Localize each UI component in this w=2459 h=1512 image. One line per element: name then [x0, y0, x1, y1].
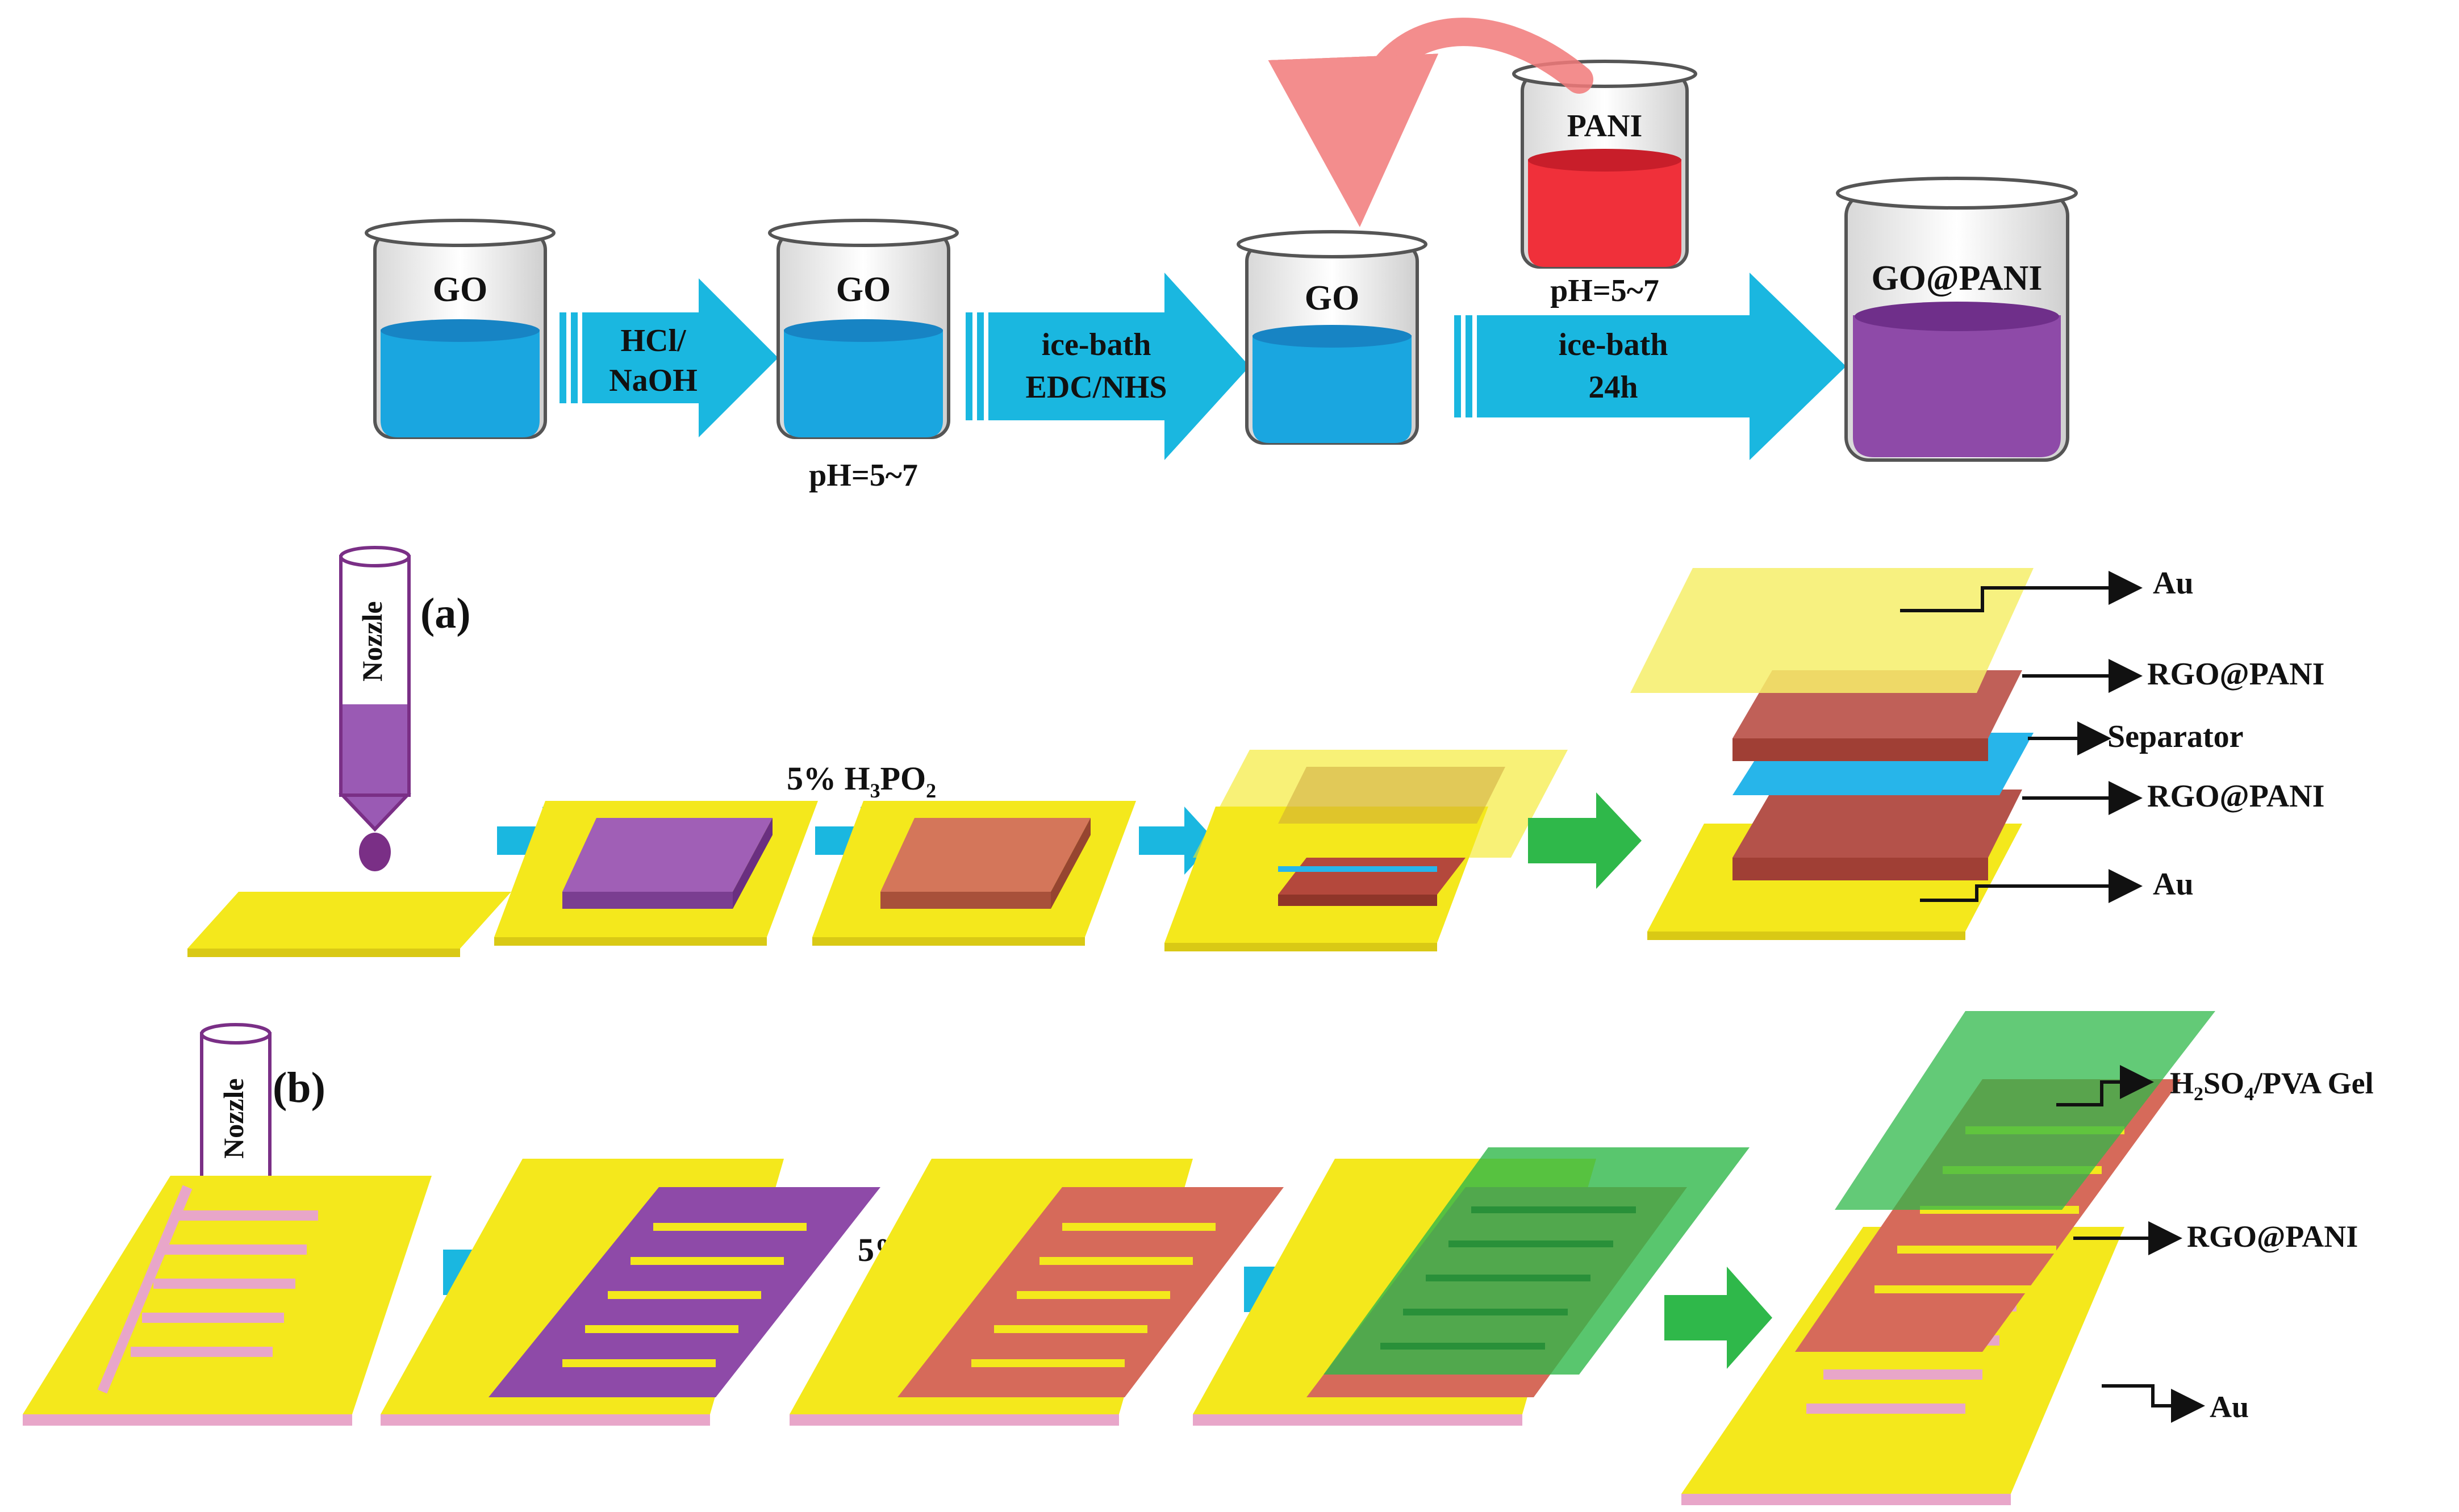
arrow2-text-2: EDC/NHS — [1026, 370, 1167, 405]
beaker3-label: GO — [1305, 279, 1359, 318]
callout-b-gel: H2SO4/PVA Gel — [2170, 1066, 2374, 1105]
substrate-b-1 — [23, 1176, 432, 1414]
nozzle-b-label: Nozzle — [218, 1078, 249, 1159]
beaker-go-pani: GO@PANI — [1836, 177, 2078, 462]
callout-a-rgo-top: RGO@PANI — [2147, 657, 2324, 692]
panel-a: (a) Nozzle 5% H3PO2 — [187, 546, 2324, 957]
beaker-go-2: GO pH=5~7 — [768, 219, 959, 493]
exploded-stack-b — [1681, 1011, 2215, 1505]
panel-b: (b) Nozzle 5% H3PO2 — [23, 1011, 2374, 1505]
droplet-a — [359, 833, 391, 871]
arrow3-text-2: 24h — [1588, 370, 1638, 405]
callout-a-rgo-bottom: RGO@PANI — [2147, 779, 2324, 814]
beaker-pani: PANI pH=5~7 — [1512, 60, 1697, 308]
beaker2-label: GO — [836, 270, 891, 309]
beaker-go-1: GO — [365, 219, 556, 439]
nozzle-a: Nozzle — [339, 546, 411, 871]
beaker-go-3: GO — [1237, 230, 1427, 445]
pour-curve-arrow — [1268, 18, 1593, 227]
callout-b-rgo: RGO@PANI — [2187, 1219, 2358, 1254]
beaker2-ph: pH=5~7 — [809, 458, 918, 493]
panel-a-label: (a) — [420, 590, 471, 637]
arrow-ice-bath-edc: ice-bath EDC/NHS — [966, 273, 1250, 460]
pani-ph: pH=5~7 — [1550, 273, 1659, 308]
pani-label: PANI — [1567, 108, 1643, 144]
arrow-ice-bath-24h: ice-bath 24h — [1454, 273, 1846, 460]
substrate-a-1 — [187, 892, 511, 949]
arrow-b-green — [1664, 1267, 1772, 1369]
panel-b-label: (b) — [273, 1064, 325, 1112]
callout-a-au-bottom: Au — [2153, 867, 2194, 902]
nozzle-a-label: Nozzle — [356, 601, 388, 682]
arrow3-text-1: ice-bath — [1559, 327, 1668, 362]
exploded-stack-a — [1630, 568, 2034, 940]
arrow1-text-1: HCl/ — [620, 323, 687, 358]
synthesis-row: GO HCl/ NaOH GO pH=5~7 ice-bath EDC/NHS — [365, 18, 2078, 493]
arrow2-text-1: ice-bath — [1042, 327, 1151, 362]
beaker1-label: GO — [433, 270, 487, 309]
callout-a-au-top: Au — [2153, 566, 2194, 601]
arrow1-text-2: NaOH — [609, 363, 698, 398]
callout-a-separator: Separator — [2107, 719, 2244, 754]
arrow-hcl-naoh: HCl/ NaOH — [560, 278, 778, 437]
acid-label-a: 5% H3PO2 — [787, 760, 936, 802]
arrow-a-green — [1528, 792, 1642, 889]
callout-b-au: Au — [2210, 1390, 2249, 1424]
beaker4-label: GO@PANI — [1871, 259, 2042, 298]
